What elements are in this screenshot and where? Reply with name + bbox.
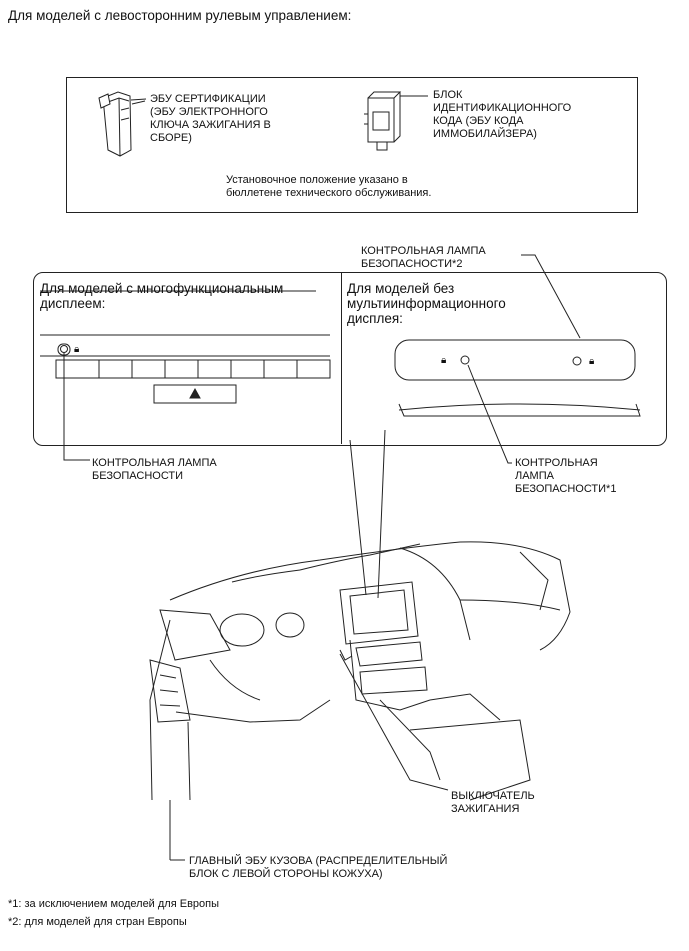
id-code-block-icon	[364, 91, 428, 151]
dashboard-drawing	[149, 429, 571, 861]
page-title: Для моделей с левосторонним рулевым упра…	[8, 8, 352, 23]
right-panel-title: Для моделей без мультиинформационного ди…	[347, 281, 506, 326]
id-code-block-label: БЛОК ИДЕНТИФИКАЦИОННОГО КОДА (ЭБУ КОДА И…	[433, 89, 572, 140]
location-info-box	[66, 77, 638, 213]
footnote-2: *2: для моделей для стран Европы	[8, 916, 187, 928]
lock-icon: 🔒︎	[74, 344, 80, 355]
main-body-ecu-label: ГЛАВНЫЙ ЭБУ КУЗОВА (РАСПРЕДЕЛИТЕЛЬНЫЙ БЛ…	[189, 855, 448, 880]
security-lamp-2-label: КОНТРОЛЬНАЯ ЛАМПА БЕЗОПАСНОСТИ*2	[361, 245, 486, 270]
certification-ecu-label: ЭБУ СЕРТИФИКАЦИИ (ЭБУ ЭЛЕКТРОННОГО КЛЮЧА…	[150, 93, 271, 144]
installation-note: Установочное положение указано в бюллете…	[226, 174, 432, 199]
lock-icon: 🔒︎	[589, 356, 595, 367]
ignition-switch-label: ВЫКЛЮЧАТЕЛЬ ЗАЖИГАНИЯ	[451, 790, 535, 815]
left-panel-title: Для моделей с многофункциональным диспле…	[40, 281, 284, 311]
indicator-panel-box	[33, 272, 667, 446]
certification-ecu-icon	[98, 91, 147, 157]
panel-divider	[341, 272, 342, 444]
security-lamp-label: КОНТРОЛЬНАЯ ЛАМПА БЕЗОПАСНОСТИ	[92, 457, 217, 482]
left-panel-graphic	[40, 290, 331, 461]
security-lamp-1-label: КОНТРОЛЬНАЯ ЛАМПА БЕЗОПАСНОСТИ*1	[515, 457, 617, 495]
lock-icon: 🔒︎	[441, 355, 447, 366]
footnote-1: *1: за исключением моделей для Европы	[8, 898, 220, 910]
right-panel-graphic	[394, 339, 641, 464]
